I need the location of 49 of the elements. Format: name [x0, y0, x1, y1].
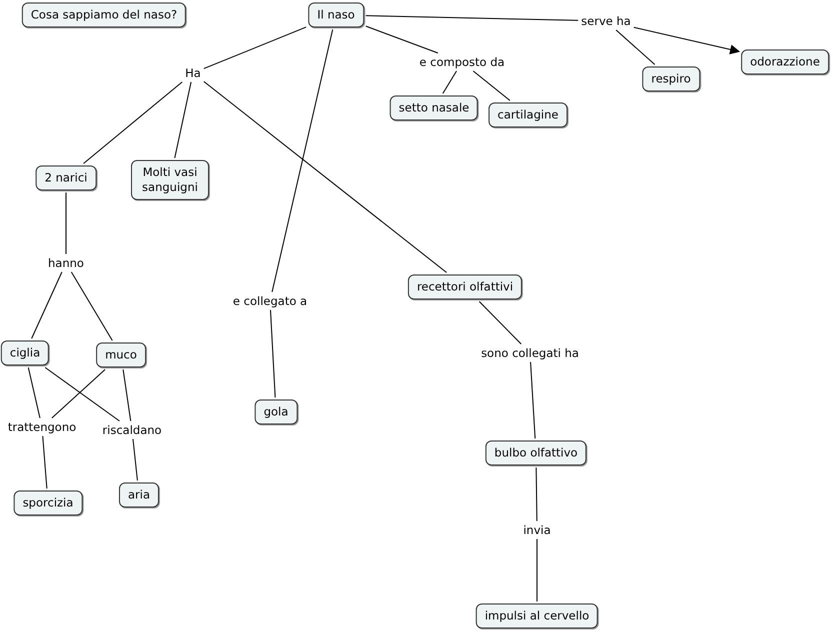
connector-line: [70, 272, 113, 341]
concept-box: respiro: [642, 66, 700, 92]
connector-line: [203, 26, 307, 70]
connector-line: [442, 70, 458, 94]
linking-phrase: invia: [522, 523, 552, 537]
connector-line: [83, 81, 183, 164]
concept-box: gola: [254, 400, 298, 424]
connector-line: [616, 30, 656, 65]
concept-box: 2 narici: [36, 166, 96, 190]
connector-line: [203, 81, 448, 273]
linking-phrase: e composto da: [418, 55, 506, 69]
concept-box: cartilagine: [488, 102, 568, 128]
linking-phrase: sono collegati ha: [480, 346, 580, 360]
concept-box: aria: [118, 482, 160, 508]
linking-phrase: Ha: [184, 66, 202, 80]
connector-line: [365, 15, 579, 21]
concept-box: Cosa sappiamo del naso?: [22, 2, 186, 28]
linking-phrase: e collegato a: [232, 294, 308, 308]
concept-box: impulsi al cervello: [476, 604, 598, 628]
connector-line: [42, 436, 48, 489]
linking-phrase: riscaldano: [101, 423, 163, 437]
connector-line: [28, 367, 40, 418]
concept-box: sporcizia: [14, 490, 82, 516]
connector-line: [31, 272, 62, 339]
concept-box: setto nasale: [390, 96, 478, 120]
linking-phrase: hanno: [47, 256, 85, 270]
concept-box: Il naso: [308, 2, 364, 28]
concept-box: ciglia: [0, 340, 50, 366]
connector-line: [51, 369, 106, 418]
linking-phrase: serve ha: [580, 14, 632, 28]
connector-line: [472, 70, 510, 101]
concept-box: Molti vasi sanguigni: [131, 160, 209, 200]
connector-line: [536, 467, 538, 522]
connector-line: [132, 438, 138, 481]
connector-line: [270, 310, 276, 398]
concept-box: bulbo olfattivo: [485, 440, 587, 466]
concept-box: recettori olfattivi: [408, 274, 522, 300]
concept-box: muco: [96, 342, 146, 368]
concept-box: odorazzione: [741, 50, 829, 74]
linking-phrase: trattengono: [6, 420, 78, 434]
connector-line: [174, 82, 192, 158]
connector-line: [122, 369, 132, 422]
connector-line: [536, 538, 538, 602]
connector-line: [365, 26, 438, 54]
connector-line: [530, 362, 536, 439]
connector-line: [44, 367, 120, 422]
connector-line: [272, 29, 334, 292]
connector-line: [478, 301, 522, 344]
arrow: [633, 26, 740, 54]
